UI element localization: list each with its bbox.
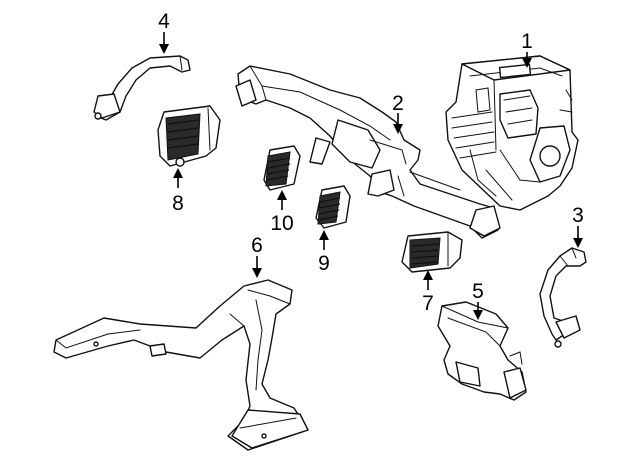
part-4-hose [93,55,191,121]
arrowhead-9 [319,230,329,240]
callout-8: 8 [172,192,184,215]
callout-1: 1 [521,30,533,53]
arrowhead-6 [252,268,262,278]
arrowhead-8 [173,168,183,178]
callout-7: 7 [422,292,434,315]
arrowhead-5 [473,310,483,320]
arrowhead-2 [393,124,403,134]
leader-lines [159,32,583,320]
callout-10: 10 [270,212,293,235]
part-7-vent [401,231,463,273]
callout-4: 4 [158,10,170,33]
callout-labels: 1 2 3 4 5 6 7 8 9 10 [158,10,584,315]
callout-2: 2 [392,92,404,115]
callout-6: 6 [251,234,263,257]
part-9-vent [315,185,351,229]
arrowhead-1 [522,58,532,68]
part-10-vent [263,145,301,191]
arrowhead-3 [573,238,583,248]
part-2-main-duct [235,65,501,239]
part-8-vent [157,105,221,167]
callout-3: 3 [572,204,584,227]
callout-5: 5 [472,280,484,303]
part-5-floor-duct [437,301,527,401]
callout-9: 9 [318,252,330,275]
part-3-hose [539,247,587,348]
arrowhead-7 [423,270,433,280]
part-1-heater-housing [445,55,579,211]
arrowhead-10 [277,190,287,200]
arrowhead-4 [159,44,169,54]
part-6-rear-floor-duct [53,279,309,451]
